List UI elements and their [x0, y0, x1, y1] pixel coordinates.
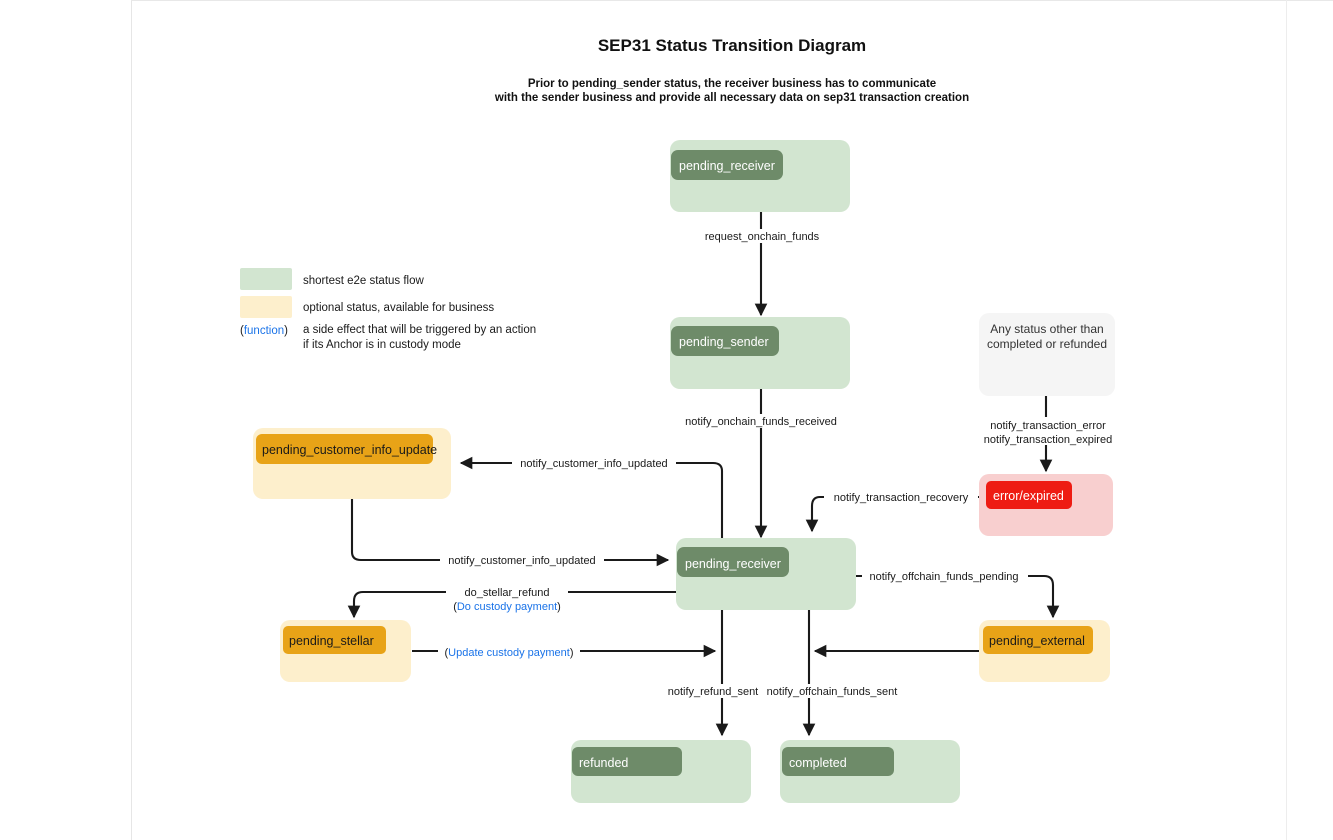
node-label-line2: completed or refunded	[987, 337, 1107, 351]
page-title: SEP31 Status Transition Diagram	[598, 36, 866, 55]
edge-notify-customer-info-updated-to-pr	[350, 499, 670, 567]
node-badge	[256, 434, 433, 464]
e7-fn-close: )	[557, 601, 561, 613]
edge-label-bg-e3	[980, 417, 1116, 445]
node-label: pending_receiver	[685, 557, 781, 571]
node-badge	[572, 747, 682, 776]
edge-label-notify-transaction-expired: notify_transaction_expired	[984, 434, 1112, 446]
canvas-top-border	[131, 0, 1333, 1]
edge-label-bg-e7b	[440, 599, 574, 613]
node-pending-sender[interactable]: pending_sender	[670, 317, 850, 389]
edge-label-notify-customer-info-updated-up: notify_customer_info_updated	[520, 458, 667, 470]
edge-label-bg-e11	[765, 684, 901, 698]
edge-notify-transaction-recovery	[805, 495, 981, 533]
legend-fn-keyword: function	[244, 325, 284, 337]
node-pending-stellar[interactable]: pending_stellar	[280, 620, 411, 682]
edge-label-notify-onchain-funds-received: notify_onchain_funds_received	[685, 416, 837, 428]
node-label-line1: Any status other than	[990, 322, 1103, 336]
node-badge	[782, 747, 894, 776]
edge-label-bg-e10	[659, 684, 769, 698]
edge-label-notify-refund-sent: notify_refund_sent	[668, 686, 759, 698]
legend-fn-close: )	[284, 325, 288, 337]
node-container	[979, 313, 1115, 396]
node-badge	[671, 150, 783, 180]
edge-label-bg-e9	[862, 569, 1028, 583]
edge-label-bg-e2	[680, 414, 840, 428]
legend-function-line2: if its Anchor is in custody mode	[303, 339, 461, 351]
legend-function-line1: a side effect that will be triggered by …	[303, 324, 536, 336]
legend-fn-open: (	[240, 325, 244, 337]
node-any-status[interactable]: Any status other than completed or refun…	[979, 313, 1115, 396]
edge-label-update-custody-payment: (Update custody payment)	[444, 647, 573, 659]
node-pending-external[interactable]: pending_external	[979, 620, 1110, 682]
node-completed[interactable]: completed	[780, 740, 960, 803]
node-label: pending_external	[989, 634, 1085, 648]
edge-label-notify-offchain-funds-sent: notify_offchain_funds_sent	[767, 686, 898, 698]
edge-label-do-stellar-refund: do_stellar_refund	[464, 587, 549, 599]
node-pending-receiver-center[interactable]: pending_receiver	[676, 538, 856, 610]
canvas-right-border	[1286, 0, 1287, 840]
edge-label-notify-customer-info-updated-down: notify_customer_info_updated	[448, 555, 595, 567]
edge-label-bg-e6	[440, 553, 604, 567]
node-label: refunded	[579, 756, 628, 770]
legend-swatch-cream	[240, 296, 292, 318]
page-subtitle-line2: with the sender business and provide all…	[494, 92, 969, 104]
legend-label-cream: optional status, available for business	[303, 302, 494, 314]
node-pending-receiver-top[interactable]: pending_receiver	[670, 140, 850, 212]
edge-label-do-custody-payment: (Do custody payment)	[453, 601, 561, 613]
node-badge	[986, 481, 1072, 509]
e7-fn-label: Do custody payment	[457, 601, 557, 613]
e7-fn-open: (	[453, 601, 457, 613]
node-label: error/expired	[993, 489, 1064, 503]
node-error-expired[interactable]: error/expired	[979, 474, 1113, 536]
node-label: pending_sender	[679, 335, 769, 349]
node-badge	[671, 326, 779, 356]
edge-label-request-onchain-funds: request_onchain_funds	[705, 231, 820, 243]
e8-fn-label: Update custody payment	[448, 647, 570, 659]
edge-notify-offchain-funds-pending	[856, 574, 1060, 619]
node-refunded[interactable]: refunded	[571, 740, 751, 803]
node-badge	[677, 547, 789, 577]
e8-fn-close: )	[570, 647, 574, 659]
node-label: completed	[789, 756, 847, 770]
node-badge	[283, 626, 386, 654]
edge-label-notify-transaction-recovery: notify_transaction_recovery	[834, 492, 969, 504]
node-label: pending_receiver	[679, 159, 775, 173]
edge-do-stellar-refund	[347, 590, 676, 619]
edge-label-bg-e7a	[446, 585, 568, 599]
node-label: pending_customer_info_update	[262, 443, 437, 457]
canvas-left-border	[131, 0, 132, 840]
page-subtitle-line1: Prior to pending_sender status, the rece…	[528, 78, 936, 90]
node-label: pending_stellar	[289, 634, 374, 648]
e8-fn-open: (	[444, 647, 448, 659]
legend-function-token: (function)	[240, 325, 288, 337]
edge-label-notify-offchain-funds-pending: notify_offchain_funds_pending	[869, 571, 1018, 583]
edge-label-notify-transaction-error: notify_transaction_error	[990, 420, 1106, 432]
node-badge	[983, 626, 1093, 654]
edge-notify-customer-info-updated-to-pciu	[459, 456, 724, 543]
edge-label-bg-e8	[438, 644, 580, 659]
node-pending-customer-info-update[interactable]: pending_customer_info_update	[253, 428, 451, 499]
legend-label-green: shortest e2e status flow	[303, 275, 425, 287]
edge-label-bg-e4	[824, 490, 978, 504]
edge-label-bg-e1	[695, 229, 829, 243]
legend-swatch-green	[240, 268, 292, 290]
edge-label-bg-e5	[512, 456, 676, 470]
